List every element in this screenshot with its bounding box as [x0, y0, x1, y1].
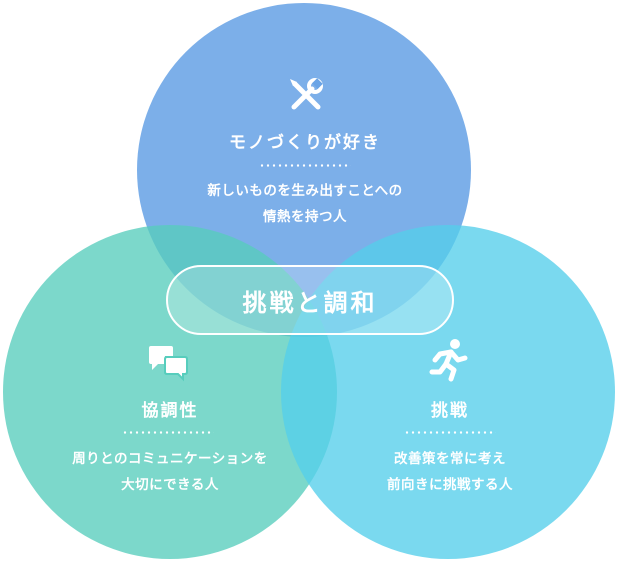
left-dotted-divider: [122, 431, 214, 434]
circle-chousen: [281, 225, 615, 559]
left-description-line2: 大切にできる人: [121, 477, 219, 493]
top-dotted-divider: [259, 164, 351, 167]
top-title: モノづくりが好き: [229, 133, 381, 153]
left-description-line1: 周りとのコミュニケーションを: [72, 451, 268, 467]
center-label: 挑戦と調和: [242, 288, 378, 317]
right-dotted-divider: [404, 431, 496, 434]
center-pill: 挑戦と調和: [166, 265, 454, 335]
running-person-icon: [429, 339, 468, 382]
top-description-line2: 情熱を持つ人: [263, 209, 347, 225]
right-description-line1: 改善策を常に考え: [394, 451, 506, 467]
top-description-line1: 新しいものを生み出すことへの: [207, 183, 403, 199]
left-title: 協調性: [141, 401, 199, 421]
tools-icon: [290, 78, 323, 110]
circle-kyouchousei: [3, 225, 337, 559]
right-title: 挑戦: [431, 401, 469, 421]
right-description-line2: 前向きに挑戦する人: [387, 477, 513, 493]
chat-bubbles-icon: [149, 346, 188, 382]
